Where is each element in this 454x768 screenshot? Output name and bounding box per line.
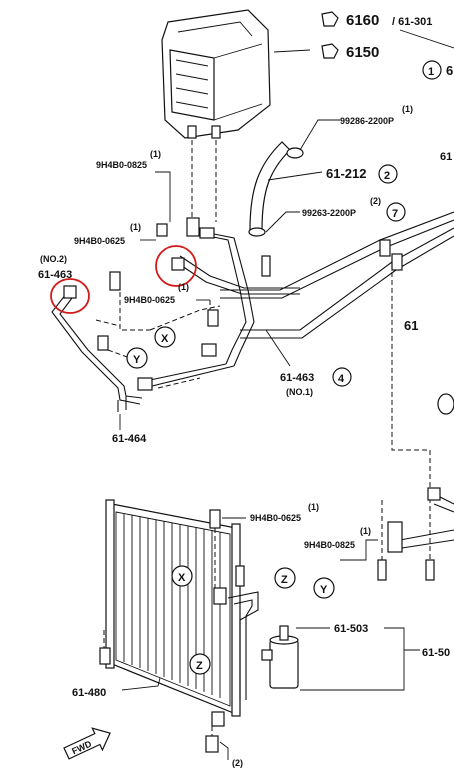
leader-bottom-bolt (219, 741, 229, 760)
highlight-circle-left (50, 278, 90, 314)
part-61-212[interactable]: 61-212 (326, 166, 366, 181)
qty-0825-b: (1) (360, 526, 371, 536)
leader-61-480 (121, 677, 161, 691)
qty-99263: (2) (370, 196, 381, 206)
callout-circle-2 (378, 164, 398, 184)
pipe-61-463-no1 (149, 227, 300, 387)
ref-6160[interactable]: 6160 (346, 12, 379, 29)
part-99263-2200p[interactable]: 99263-2200P (302, 208, 356, 218)
no2-label: (NO.2) (40, 254, 67, 264)
part-9h4b0-0625-a[interactable]: 9H4B0-0625 (74, 236, 125, 246)
ref-6150-group: 6150 (321, 43, 379, 61)
callout-circle-x-lower (171, 565, 193, 587)
leader-61-212 (267, 171, 323, 181)
callout-1: 1 (428, 66, 434, 78)
part-61-50-cut[interactable]: 61-50 (422, 647, 450, 659)
hose-61-212 (248, 141, 304, 237)
callout-z-lower: Z (281, 574, 288, 586)
callout-y-lower: Y (320, 584, 328, 596)
leader-6160 (399, 29, 454, 49)
part-9h4b0-0825-top[interactable]: 9H4B0-0825 (96, 160, 147, 170)
callout-circle-1 (422, 60, 442, 80)
dashed-right-drop (391, 272, 431, 560)
right-hose-section (377, 393, 454, 581)
callout-circle-z-lower (274, 567, 296, 589)
part-9h4b0-0625-c[interactable]: 9H4B0-0625 (250, 513, 301, 523)
pipe-bundle-right (220, 211, 454, 339)
leader-61-50 (300, 627, 420, 691)
receiver-drier-61-503 (261, 625, 299, 689)
callout-7: 7 (392, 208, 398, 220)
callout-x-lower: X (178, 572, 186, 584)
callout-2: 2 (384, 170, 390, 182)
qty-99286: (1) (402, 104, 413, 114)
leader-6150 (273, 49, 311, 53)
hand-pointer-icon (321, 11, 339, 27)
leader-99286 (299, 119, 340, 151)
part-61-463-left[interactable]: 61-463 (38, 269, 72, 281)
bolts-lower (99, 509, 225, 753)
no1-label: (NO.1) (286, 387, 313, 397)
fwd-arrow: FWD (63, 727, 111, 760)
callout-z-cond: Z (196, 660, 203, 672)
dashed-lower (103, 528, 216, 736)
callout-circle-z-cond (189, 653, 211, 675)
callout-4: 4 (338, 373, 345, 385)
ref-61-right-cut: 61 (440, 151, 452, 163)
qty-0625-c: (1) (308, 502, 319, 512)
pipe-61-464 (117, 377, 153, 412)
condenser-piping (213, 565, 259, 700)
leader-61-463 (265, 329, 291, 367)
evaporator-unit (161, 9, 271, 139)
callout-circle-7 (386, 202, 406, 222)
callout-circle-4 (332, 367, 352, 387)
part-9h4b0-0625-b[interactable]: 9H4B0-0625 (124, 295, 175, 305)
condenser-61-480 (105, 499, 241, 717)
ref-614-cut: 61 (404, 318, 418, 333)
part-99286-2200p[interactable]: 99286-2200P (340, 116, 394, 126)
leader-0825-b (340, 539, 378, 561)
leader-99263 (265, 211, 300, 233)
part-61-503[interactable]: 61-503 (334, 623, 368, 635)
ref-6150[interactable]: 6150 (346, 44, 379, 61)
qty-bottom: (2) (232, 758, 243, 768)
part-61-464[interactable]: 61-464 (112, 433, 147, 445)
callout-circle-y-upper (126, 347, 148, 369)
hand-pointer-icon (321, 43, 339, 59)
qty-0625-a: (1) (130, 222, 141, 232)
bolts-upper (97, 217, 219, 357)
part-9h4b0-0825-b[interactable]: 9H4B0-0825 (304, 540, 355, 550)
highlight-circle-center (155, 245, 197, 287)
ref-6150-cut: 6 (446, 63, 453, 78)
callout-circle-x-upper (154, 326, 176, 348)
part-61-463[interactable]: 61-463 (280, 372, 314, 384)
part-61-480[interactable]: 61-480 (72, 687, 106, 699)
dashed-drop-evap (191, 140, 217, 228)
leader-0825-top (155, 171, 171, 222)
ref-61-301[interactable]: / 61-301 (392, 16, 432, 28)
ref-6160-group: 6160 / 61-301 (321, 11, 432, 29)
callout-circle-y-lower (313, 577, 335, 599)
qty-0825-top: (1) (150, 149, 161, 159)
dashed-upper-assembly (95, 292, 221, 389)
callout-x-upper: X (161, 333, 169, 345)
qty-0625-b: (1) (178, 282, 189, 292)
callout-y-upper: Y (133, 354, 141, 366)
